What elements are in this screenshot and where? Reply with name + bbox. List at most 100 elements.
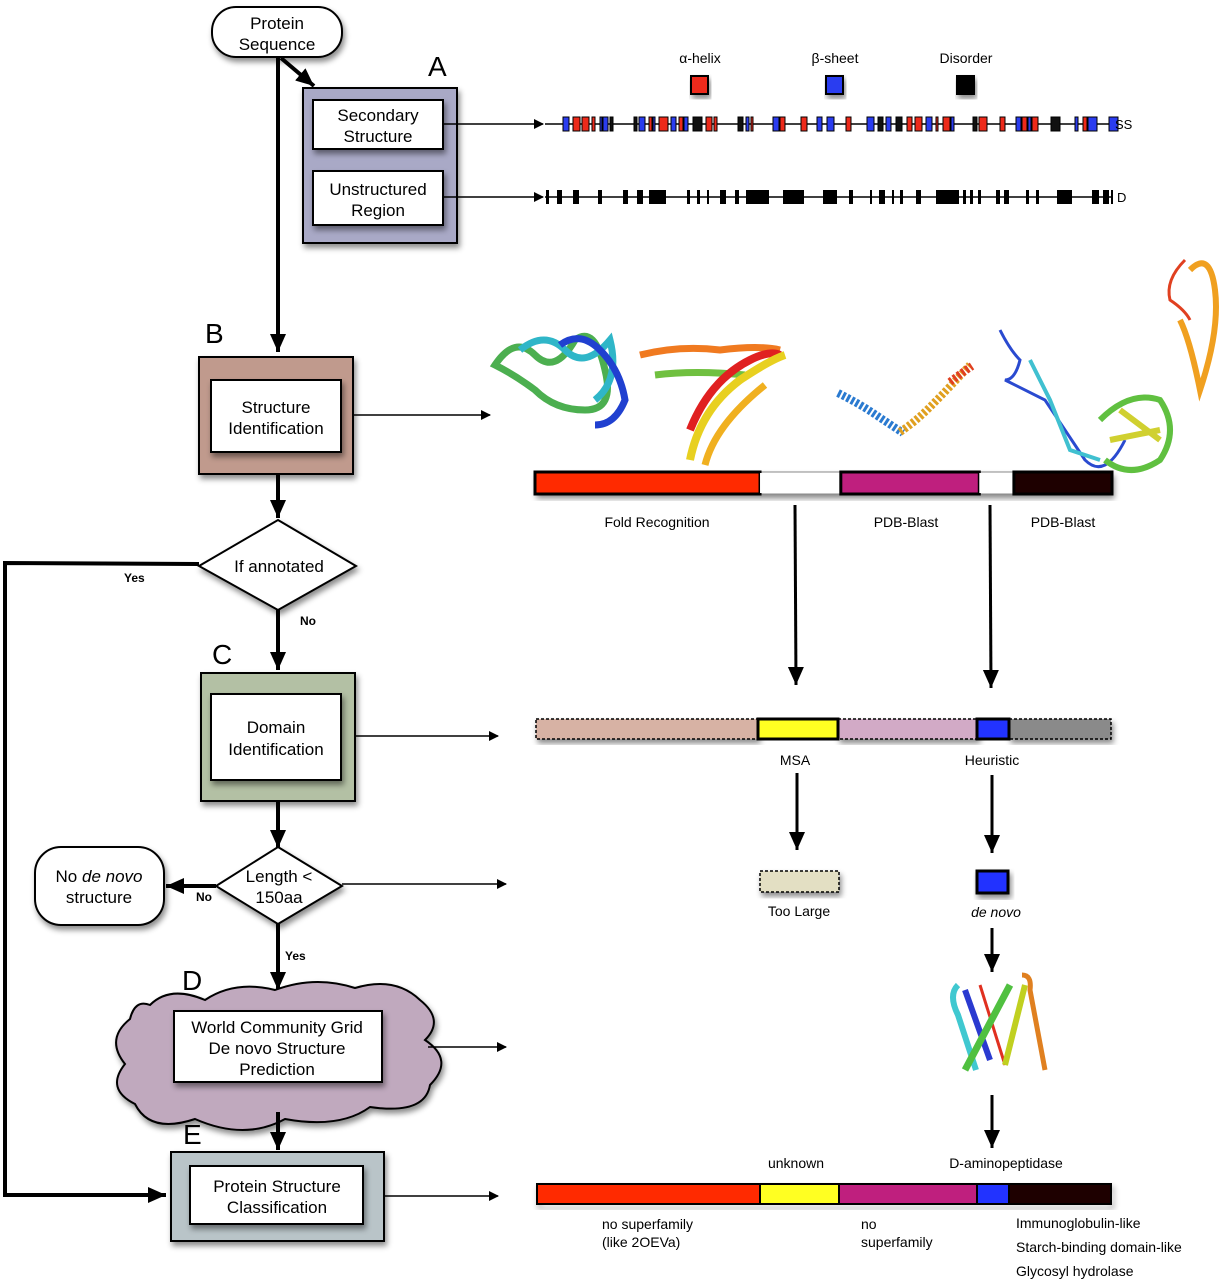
disorder-segment [849,190,853,204]
ss-segment [572,116,581,132]
disorder-segment [892,190,894,204]
ss-segment [978,116,988,132]
ss-segment [599,116,603,132]
decision-if-annotated: If annotated [196,518,359,612]
ss-segment [942,116,951,132]
decision-length-line2: 150aa [255,888,303,907]
heuristic-domain [975,717,1011,741]
ss-segment [692,116,703,132]
msa-label: MSA [780,752,811,768]
disorder-segment [996,190,1000,204]
ss-segment [678,116,684,132]
ss-segment [1108,116,1119,132]
disorder-segment [623,190,628,204]
ss-segment [1087,116,1098,132]
decision-length: Length < 150aa [214,845,344,926]
ss-segment [745,116,750,132]
classification-bottom-label-seg5: Starch-binding domain-like [1016,1239,1182,1255]
disorder-segment [1103,190,1109,204]
protein-sequence-line1: Protein [250,14,304,33]
disorder-segment [707,190,709,204]
arrow-annotated-yes-to-e [3,560,200,1203]
no-de-novo-italic: de novo [82,867,143,886]
disorder-segment [557,190,562,204]
ss-segment [652,116,656,132]
ss-segment [750,116,754,132]
protein-sequence-line2: Sequence [239,35,316,54]
legend-swatch-sheet [825,75,844,95]
decision-if-annotated-label: If annotated [234,557,324,576]
protein-structure-classification-panel: Protein Structure Classification [170,1151,385,1242]
structure-identification-line2: Identification [228,419,323,438]
disorder-segment [687,190,690,204]
length-no-label: No [196,890,212,904]
structure-illustration-beta-domains [998,258,1219,473]
classification-bottom-label-seg1: (like 2OEVa) [602,1234,680,1250]
section-d-letter: D [182,965,202,996]
ss-segment [877,116,884,132]
ss-segment [737,116,744,132]
no-de-novo-line2: structure [66,888,132,907]
ss-segment [609,116,614,132]
disorder-segment [1026,190,1029,204]
structure-identification-line1: Structure [242,398,311,417]
too-large-label: Too Large [768,903,830,919]
ss-segment [1074,116,1079,132]
classification-bar-segment [536,1183,761,1205]
disorder-segment [916,190,921,204]
classification-bottom-label-seg3: superfamily [861,1234,933,1250]
length-yes-label: Yes [285,949,306,963]
wcg-line2: De novo Structure [208,1039,345,1058]
secondary-structure-line2: Structure [344,127,413,146]
ss-segment [658,116,669,132]
disorder-track [545,190,1113,204]
de-novo-domain-box [975,869,1010,895]
classification-bar-segment [759,1183,840,1205]
ss-segment [591,116,596,132]
unstructured-region-line1: Unstructured [329,180,426,199]
disorder-segment [720,190,726,204]
ss-segment [779,116,786,132]
arrow-gap1-to-msa [787,504,804,686]
section-b-letter: B [205,318,224,349]
ss-segment [581,116,590,132]
ss-segment [772,116,780,132]
ss-segment [648,116,653,132]
disorder-segment [1092,190,1099,204]
annotated-yes-label: Yes [124,571,145,585]
structure-illustration-helix [836,362,975,437]
ss-segment [895,116,903,132]
wcg-line3: Prediction [239,1060,315,1079]
structure-identification-panel: Structure Identification [198,356,354,475]
ss-segment [950,116,955,132]
ss-segment [845,116,852,132]
disorder-segment [1036,190,1039,204]
classification-bottom-label-seg5: Immunoglobulin-like [1016,1215,1141,1231]
structure-bar-gap [760,473,841,493]
ss-segment [1015,116,1022,132]
structure-illustration-fold-recognition [489,332,787,466]
legend-label-sheet: β-sheet [812,50,859,66]
disorder-track-suffix: D [1117,190,1126,205]
ss-segment [638,116,646,132]
classification-bar-segment [1008,1183,1112,1205]
decision-length-line1: Length < [246,867,313,886]
unstructured-region-line2: Region [351,201,405,220]
disorder-segment [573,190,579,204]
too-large-box [759,870,840,893]
secondary-structure-track [545,116,1119,132]
disorder-segment [936,190,959,204]
disorder-segment [735,190,739,204]
secondary-structure-line1: Secondary [337,106,419,125]
structure-bar-label: PDB-Blast [1031,514,1096,530]
ss-segment [705,116,713,132]
wcg-line1: World Community Grid [191,1018,363,1037]
disorder-segment [746,190,769,204]
secondary-structure-box: Secondary Structure [312,99,444,150]
disorder-segment [1004,190,1009,204]
ss-segment [1050,116,1061,132]
ss-segment [1031,116,1039,132]
